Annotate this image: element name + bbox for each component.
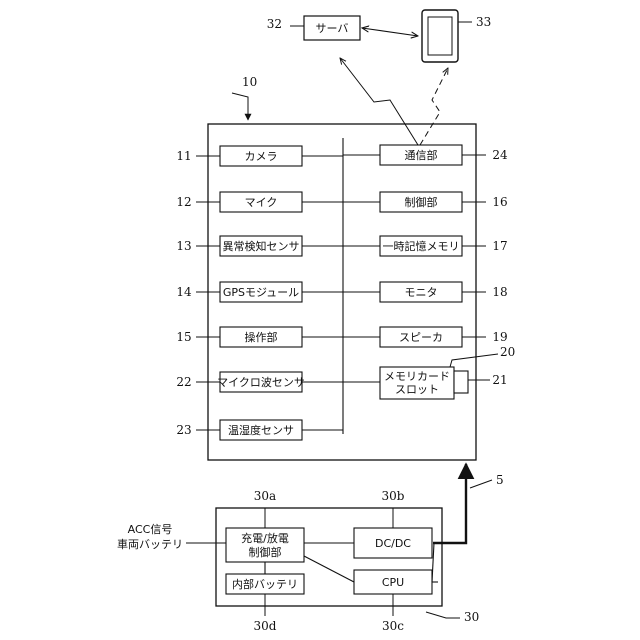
module-microwave-sensor-ref: 22 [176, 375, 191, 389]
server-label: サーバ [316, 22, 349, 35]
dcdc-ref: 30b [382, 489, 405, 503]
battery-label: 内部バッテリ [232, 577, 298, 591]
right-modules: 通信部 24 制御部 16 一時記憶メモリ 17 モニタ 18 [343, 145, 515, 399]
module-operation-unit-ref: 15 [176, 330, 191, 344]
left-modules: カメラ 11 マイク 12 異常検知センサ 13 GPSモジュール 14 [176, 146, 343, 440]
smartphone-icon [422, 10, 458, 62]
module-communication-ref: 24 [492, 148, 508, 162]
module-monitor-ref: 18 [492, 285, 507, 299]
module-memory-card-slot: メモリカード スロット 20 21 [343, 345, 515, 399]
charge-label-1: 充電/放電 [241, 531, 289, 545]
module-anomaly-sensor-label: 異常検知センサ [223, 239, 300, 253]
module-temp-humidity-sensor: 温湿度センサ 23 [176, 420, 343, 440]
charge-cpu-link [304, 556, 354, 582]
internal-battery-unit: 内部バッテリ 30d [226, 574, 304, 633]
server-phone-link [362, 28, 418, 36]
module-temp-memory-ref: 17 [492, 239, 507, 253]
vehicle-battery-label: 車両バッテリ [117, 537, 183, 551]
module-speaker: スピーカ 19 [343, 327, 508, 347]
module-temp-memory-label: 一時記憶メモリ [383, 239, 460, 253]
module-gps: GPSモジュール 14 [176, 282, 343, 302]
charge-label-2: 制御部 [249, 545, 282, 559]
module-gps-ref: 14 [176, 285, 192, 299]
module-speaker-ref: 19 [492, 330, 507, 344]
battery-ref: 30d [254, 619, 277, 633]
device-ref: 10 [242, 75, 257, 89]
module-microphone-ref: 12 [176, 195, 191, 209]
dcdc-label: DC/DC [375, 537, 411, 550]
device-ref-arrow [232, 93, 248, 120]
memory-slot-label-2: スロット [395, 383, 439, 396]
cpu-label: CPU [382, 576, 404, 589]
module-temp-humidity-sensor-label: 温湿度センサ [228, 423, 294, 437]
module-anomaly-sensor: 異常検知センサ 13 [176, 236, 343, 256]
module-operation-unit: 操作部 15 [176, 327, 343, 347]
charge-control-unit: 充電/放電 制御部 30a [226, 489, 304, 562]
server-node: サーバ [304, 16, 360, 40]
wireless-link-server [340, 58, 418, 145]
server-ref: 32 [267, 17, 282, 31]
module-microphone: マイク 12 [176, 192, 343, 212]
cable-ref-leader [470, 480, 492, 488]
charge-ref: 30a [254, 489, 276, 503]
module-control-label: 制御部 [405, 195, 438, 209]
module-camera-ref: 11 [176, 149, 191, 163]
cpu-unit: CPU 30c [354, 570, 432, 633]
dcdc-unit: DC/DC 30b [354, 489, 432, 558]
module-control-ref: 16 [492, 195, 507, 209]
phone-ref: 33 [476, 15, 491, 29]
module-communication-label: 通信部 [405, 148, 438, 162]
power-unit-ref-leader [426, 612, 460, 618]
module-control: 制御部 16 [343, 192, 508, 212]
module-microwave-sensor-label: マイクロ波センサ [217, 376, 305, 389]
power-cable [433, 464, 466, 543]
module-communication: 通信部 24 [343, 145, 508, 165]
acc-signal-label: ACC信号 [128, 523, 173, 536]
module-temp-memory: 一時記憶メモリ 17 [343, 236, 508, 256]
memory-slot-label-1: メモリカード [384, 370, 450, 383]
cpu-ref: 30c [382, 619, 404, 633]
module-camera: カメラ 11 [176, 146, 343, 166]
power-unit-ref: 30 [464, 610, 479, 624]
memory-card-ref: 21 [492, 373, 507, 387]
module-anomaly-sensor-ref: 13 [176, 239, 191, 253]
module-camera-label: カメラ [245, 150, 278, 163]
module-microwave-sensor: マイクロ波センサ 22 [176, 372, 343, 392]
module-operation-unit-label: 操作部 [245, 330, 278, 344]
cable-ref: 5 [496, 473, 504, 487]
module-microphone-label: マイク [245, 196, 278, 209]
module-monitor: モニタ 18 [343, 282, 508, 302]
module-speaker-label: スピーカ [399, 331, 443, 344]
wireless-link-phone [420, 68, 448, 145]
module-temp-humidity-sensor-ref: 23 [176, 423, 191, 437]
module-monitor-label: モニタ [405, 286, 438, 299]
memory-card-icon [454, 371, 468, 393]
module-gps-label: GPSモジュール [223, 286, 299, 299]
memory-slot-ref: 20 [500, 345, 515, 359]
